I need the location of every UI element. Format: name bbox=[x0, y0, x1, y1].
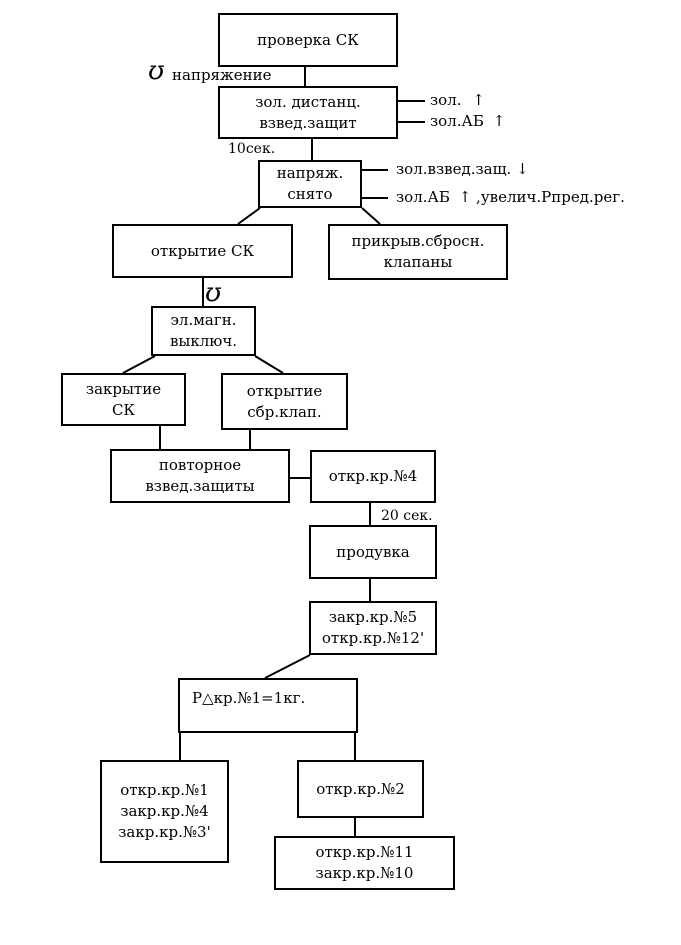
voltage-symbol-icon: ʊ bbox=[148, 56, 165, 86]
node-reset-protection: повторное взвед.защиты bbox=[110, 449, 290, 503]
node-valve-5-12-line2: откр.кр.№12' bbox=[321, 629, 425, 647]
node-reset-protection-line2: взвед.защиты bbox=[145, 477, 255, 495]
node-zol-distance-line2: взвед.защит bbox=[259, 113, 357, 132]
node-valves-11-10: откр.кр.№11 закр.кр.№10 bbox=[274, 836, 455, 890]
node-valves-1-4-3-line2: закр.кр.№4 bbox=[120, 802, 209, 820]
node-open-valve-2: откр.кр.№2 bbox=[297, 760, 424, 818]
node-voltage-removed-line2: снято bbox=[287, 185, 333, 203]
node-em-switch-line1: эл.магн. bbox=[170, 311, 237, 329]
label-twenty-sec: 20 сек. bbox=[381, 508, 433, 524]
arrow-up-icon: ↑ bbox=[492, 112, 506, 130]
node-cover-valves: прикрыв.сбросн. клапаны bbox=[328, 224, 508, 280]
node-valve-5-12-line1: закр.кр.№5 bbox=[328, 608, 418, 626]
node-check-sk-text: проверка СК bbox=[257, 30, 359, 49]
node-valves-11-10-line1: откр.кр.№11 bbox=[315, 843, 414, 861]
node-open-sk: открытие СК bbox=[112, 224, 293, 278]
node-valves-1-4-3-line3: закр.кр.№3' bbox=[118, 823, 211, 841]
node-open-vent-valves-line2: сбр.клап. bbox=[247, 402, 322, 421]
node-close-sk: закрытие СК bbox=[61, 373, 186, 426]
label-voltage: напряжение bbox=[172, 66, 272, 84]
arrow-up-icon: ↑ bbox=[458, 188, 472, 206]
label-zol-ab-increase: зол.АБ ↑ ,увелич.Рпред.рег. bbox=[396, 188, 625, 206]
node-zol-distance: зол. дистанц. взвед.защит bbox=[218, 86, 398, 139]
node-valve-5-12: закр.кр.№5 откр.кр.№12' bbox=[309, 601, 437, 655]
node-valves-1-4-3: откр.кр.№1 закр.кр.№4 закр.кр.№3' bbox=[100, 760, 229, 863]
label-zol-ab-up: зол.АБ ↑ bbox=[430, 112, 505, 130]
node-pressure-condition-text: Р△кр.№1=1кг. bbox=[192, 689, 306, 707]
label-zol-up: зол. ↑ bbox=[430, 91, 485, 109]
node-open-vent-valves-line1: открытие bbox=[246, 381, 323, 400]
node-purge: продувка bbox=[309, 525, 437, 579]
label-zol-cocked-down: зол.взвед.защ. ↓ bbox=[396, 160, 529, 178]
node-close-sk-line1: закрытие bbox=[85, 379, 162, 398]
node-open-sk-text: открытие СК bbox=[150, 241, 255, 260]
node-open-valve-2-text: откр.кр.№2 bbox=[316, 779, 405, 798]
label-zol-ab-increase-suffix: ,увелич.Рпред.рег. bbox=[476, 188, 625, 206]
node-cover-valves-line2: клапаны bbox=[383, 253, 453, 271]
node-voltage-removed: напряж. снято bbox=[258, 160, 362, 208]
node-close-sk-line2: СК bbox=[111, 400, 136, 419]
node-em-switch: эл.магн. выключ. bbox=[151, 306, 256, 356]
node-pressure-condition: Р△кр.№1=1кг. bbox=[178, 678, 358, 733]
node-open-valve-4-text: откр.кр.№4 bbox=[328, 467, 418, 485]
node-purge-text: продувка bbox=[336, 542, 410, 561]
arrow-down-icon: ↓ bbox=[516, 160, 529, 178]
node-valves-11-10-line2: закр.кр.№10 bbox=[315, 864, 414, 882]
label-zol-ab-increase-prefix: зол.АБ bbox=[396, 188, 450, 206]
node-reset-protection-line1: повторное bbox=[158, 456, 242, 474]
arrow-up-icon: ↑ bbox=[472, 91, 485, 109]
node-open-vent-valves: открытие сбр.клап. bbox=[221, 373, 348, 430]
node-valves-1-4-3-line1: откр.кр.№1 bbox=[120, 781, 209, 799]
node-voltage-removed-line1: напряж. bbox=[276, 164, 344, 182]
label-ten-sec: 10сек. bbox=[228, 141, 276, 157]
node-zol-distance-line1: зол. дистанц. bbox=[255, 92, 361, 111]
voltage-symbol-icon: ʊ bbox=[205, 278, 222, 308]
node-check-sk: проверка СК bbox=[218, 13, 398, 67]
node-open-valve-4: откр.кр.№4 bbox=[310, 450, 436, 503]
node-em-switch-line2: выключ. bbox=[169, 332, 238, 350]
label-zol-ab-up-text: зол.АБ bbox=[430, 112, 484, 130]
label-zol-up-text: зол. bbox=[430, 91, 462, 109]
label-zol-cocked-down-text: зол.взвед.защ. bbox=[396, 160, 512, 178]
node-cover-valves-line1: прикрыв.сбросн. bbox=[351, 232, 485, 250]
